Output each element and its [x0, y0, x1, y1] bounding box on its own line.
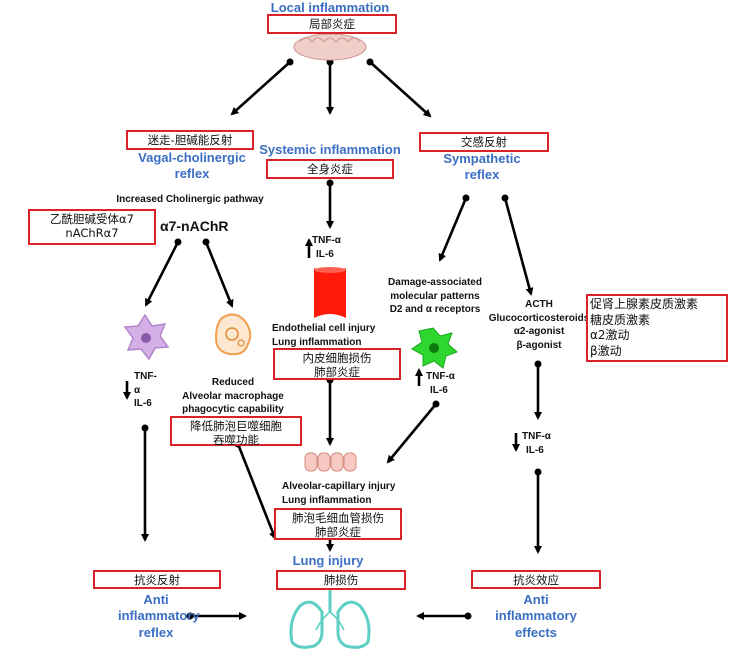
systemic-inflammation-cn: 全身炎症 [266, 159, 394, 179]
lung-injury-cn: 肺损伤 [276, 570, 406, 590]
local-inflammation-cn: 局部炎症 [267, 14, 397, 34]
systemic-inflammation-title: Systemic inflammation [259, 142, 401, 157]
anti-reflex-cn: 抗炎反射 [93, 570, 221, 589]
alveolar-capillary-icon [304, 452, 357, 472]
blood-vessel-icon [314, 267, 346, 318]
damp-cell-icon [411, 327, 458, 369]
arrow-to-vagal [230, 61, 291, 116]
arrow-to-orange-cell [204, 241, 234, 308]
anti-effects-cn: 抗炎效应 [471, 570, 601, 589]
lung-injury-title: Lung injury [292, 553, 364, 568]
tissue-icon [293, 33, 367, 61]
arrow-to-sympathetic [369, 61, 432, 118]
local-inflammation-title: Local inflammation [270, 0, 390, 15]
receptor-en-label: α7-nAChR [160, 218, 229, 234]
reduced-macrophage-cn: 降低肺泡巨噬细胞吞噬功能 [170, 416, 302, 447]
cholinergic-pathway-label: Increased Cholinergic pathway [116, 194, 264, 205]
arrow-reduced-to-lung [236, 443, 277, 540]
macrophage-icon [214, 313, 252, 356]
arrow-to-damp [438, 197, 468, 262]
immune-cell-icon-purple [123, 313, 170, 361]
arrow-to-acth [503, 197, 534, 296]
vagal-cn-label: 迷走-胆碱能反射 [126, 130, 254, 150]
lungs-icon [289, 590, 371, 649]
endothelial-injury-cn: 内皮细胞损伤肺部炎症 [273, 348, 401, 380]
sympathetic-cn-label: 交感反射 [419, 132, 549, 152]
alveolar-injury-cn: 肺泡毛细血管损伤肺部炎症 [274, 508, 402, 540]
arrow-to-alveolar-right [386, 403, 438, 464]
arrow-to-purple-cell [144, 241, 180, 307]
